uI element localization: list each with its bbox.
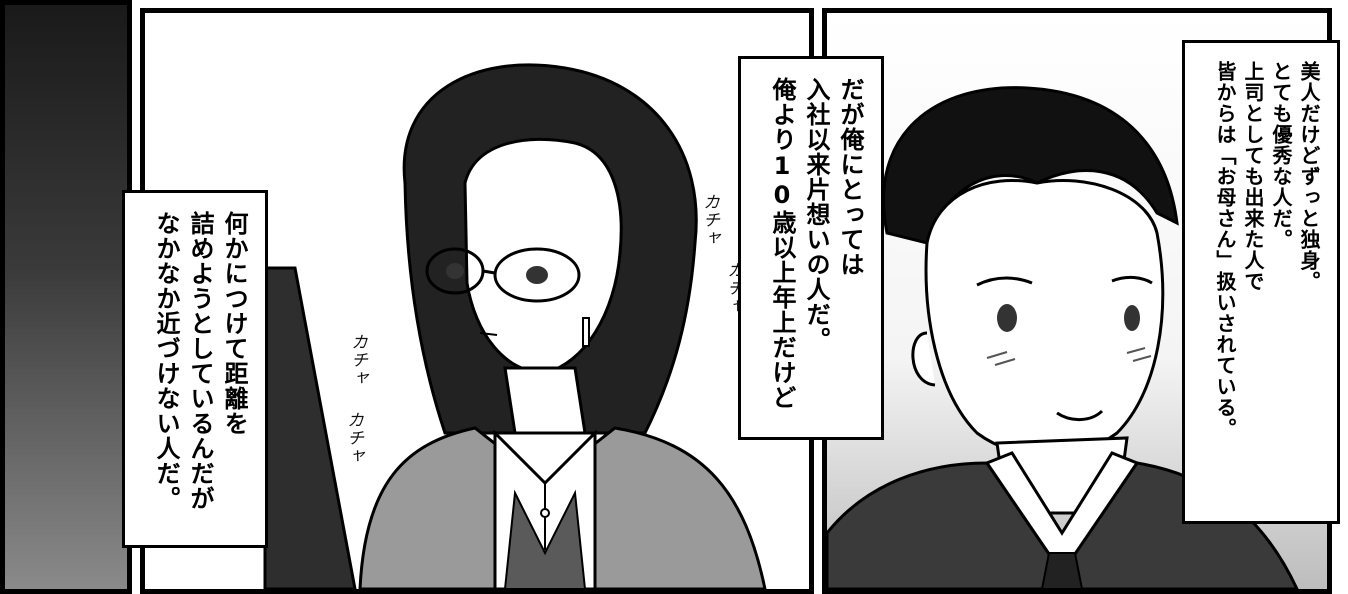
sfx-typing: カチャ xyxy=(343,411,363,465)
glasses-right-lens xyxy=(493,247,581,303)
blush-right xyxy=(1126,347,1152,362)
sfx-typing: カチャ xyxy=(347,333,367,387)
man-eye-left xyxy=(997,304,1017,332)
narration-box-middle: だが俺にとっては 入社以来片想いの人だ。 俺より10歳以上年上だけど xyxy=(738,56,884,440)
left-dark-panel xyxy=(0,0,132,594)
narration-line: 何かにつけて距離を xyxy=(220,211,248,436)
man-ear xyxy=(911,331,936,387)
earring xyxy=(582,317,590,347)
sfx-typing: カチャ xyxy=(699,193,719,247)
narration-line: 皆からは「お母さん」扱いされている。 xyxy=(1213,61,1237,439)
narration-box-left: 何かにつけて距離を 詰めようとしているんだが なかなか近づけない人だ。 xyxy=(122,190,268,548)
woman-illustration xyxy=(263,63,767,589)
man-tie xyxy=(1040,552,1084,589)
man-mouth xyxy=(1056,409,1104,421)
woman-eye-left xyxy=(446,263,464,279)
blush-left xyxy=(986,351,1016,366)
man-illustration xyxy=(827,86,1299,589)
man-face xyxy=(924,178,1165,457)
woman-face xyxy=(463,137,623,375)
narration-line: 入社以来片想いの人だ。 xyxy=(802,77,830,352)
narration-line: とても優秀な人だ。 xyxy=(1269,61,1293,250)
woman-mouth xyxy=(479,332,498,336)
man-eye-right xyxy=(1124,305,1140,331)
narration-line: 美人だけどずっと独身。 xyxy=(1297,61,1321,292)
woman-eye-right xyxy=(526,266,548,284)
narration-line: 詰めようとしているんだが xyxy=(186,211,214,511)
narration-line: 俺より10歳以上年上だけど xyxy=(768,77,796,410)
woman-neck xyxy=(503,366,587,435)
narration-line: 上司としても出来た人で xyxy=(1241,61,1265,292)
narration-line: なかなか近づけない人だ。 xyxy=(152,211,180,511)
narration-box-right: 美人だけどずっと独身。 とても優秀な人だ。 上司としても出来た人で 皆からは「お… xyxy=(1182,40,1340,524)
narration-line: だが俺にとっては xyxy=(836,77,864,277)
man-hair xyxy=(882,86,1179,245)
woman-vest xyxy=(503,489,587,589)
